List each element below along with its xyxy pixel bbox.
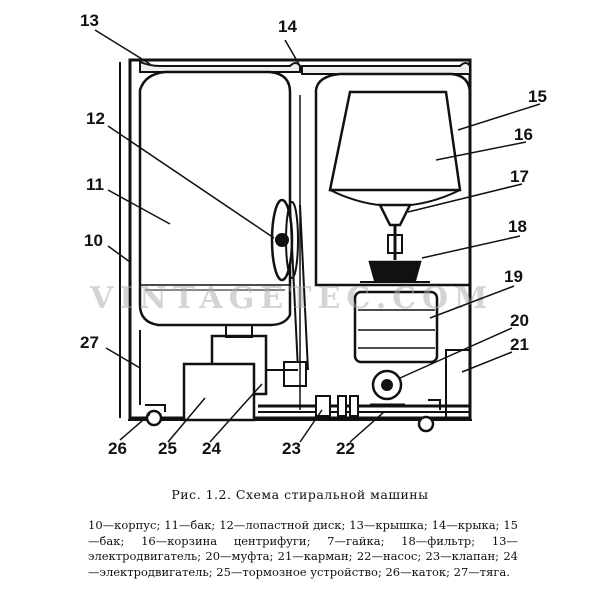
valve-pipes: [258, 395, 470, 417]
pump: [370, 369, 405, 407]
watermark-text: VINTAGETEC.COM: [89, 281, 493, 316]
callout-17: 17: [510, 167, 529, 186]
spin-basket: [328, 90, 462, 207]
spin-motor: [353, 290, 439, 364]
callout-26: 26: [108, 439, 127, 458]
figure-legend: 10—корпус; 11—бак; 12—лопастной диск; 13…: [88, 518, 518, 579]
rollers: [145, 399, 441, 433]
callout-20: 20: [510, 311, 529, 330]
callout-22: 22: [336, 439, 355, 458]
pocket: [445, 349, 471, 419]
leader-lines: [94, 29, 541, 443]
figure-caption: Рис. 1.2. Схема стиральной машины: [171, 487, 429, 502]
callout-25: 25: [158, 439, 177, 458]
callout-19: 19: [504, 267, 523, 286]
basket-nut: [377, 203, 413, 260]
wash-tank: [138, 70, 292, 327]
filter: [360, 260, 430, 283]
callout-15: 15: [528, 87, 547, 106]
brake-device: [182, 362, 256, 422]
lids: [139, 60, 471, 75]
callout-18: 18: [508, 217, 527, 236]
washing-machine-diagram: VINTAGETEC.COM 13 14 12 15 16 11 17 10 1…: [80, 11, 547, 458]
callout-14: 14: [278, 17, 297, 36]
callout-16: 16: [514, 125, 533, 144]
agitator-disk: [270, 198, 299, 282]
spin-tank: [299, 72, 472, 410]
callout-23: 23: [282, 439, 301, 458]
callout-21: 21: [510, 335, 529, 354]
callout-24: 24: [202, 439, 221, 458]
callout-12: 12: [86, 109, 105, 128]
callout-27: 27: [80, 333, 99, 352]
callout-11: 11: [86, 175, 104, 194]
callout-13: 13: [80, 11, 99, 30]
callout-10: 10: [84, 231, 103, 250]
